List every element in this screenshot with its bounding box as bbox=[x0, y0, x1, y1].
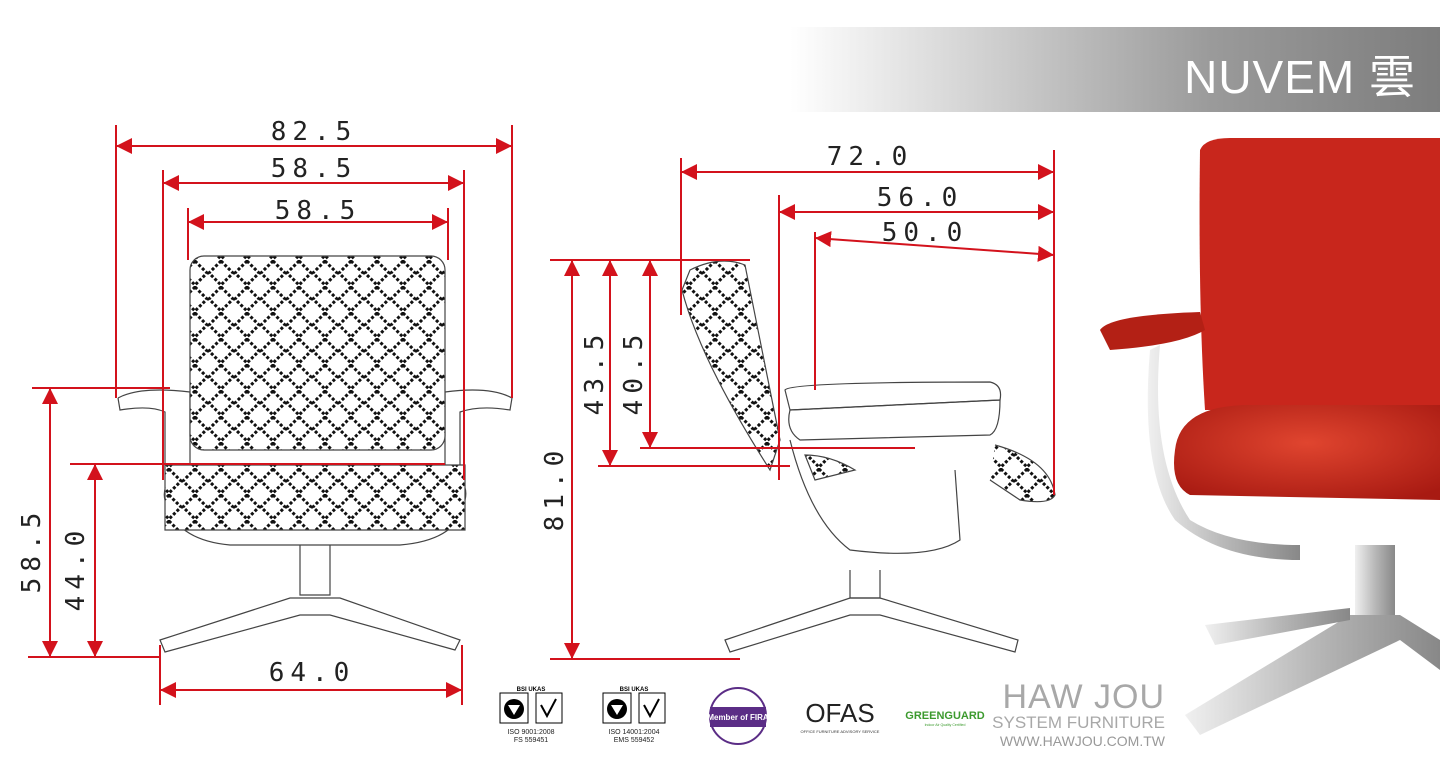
dim-back-inner-height: 40.5 bbox=[619, 329, 649, 416]
cert-iso9001-text: ISO 9001:2008 FS 559451 bbox=[495, 729, 567, 745]
front-view-chair bbox=[117, 255, 513, 653]
fira-logo: Member of FIRA bbox=[707, 687, 769, 745]
dim-overall-depth: 72.0 bbox=[827, 142, 914, 172]
cert-iso14001-text: ISO 14001:2004 EMS 559452 bbox=[598, 729, 670, 745]
dim-base-width: 64.0 bbox=[269, 658, 356, 688]
dim-arm-width: 58.5 bbox=[271, 154, 358, 184]
side-dimensions bbox=[550, 150, 1055, 660]
greenguard-subtitle: Indoor Air Quality Certified bbox=[925, 723, 966, 727]
brand-url[interactable]: WWW.HAWJOU.COM.TW bbox=[999, 733, 1165, 749]
fira-badge-text: Member of FIRA bbox=[707, 713, 769, 722]
chair-photo bbox=[1100, 138, 1440, 735]
front-dimensions bbox=[28, 125, 513, 705]
cert-line: EMS 559452 bbox=[613, 737, 655, 744]
ofas-subtitle: OFFICE FURNITURE ADVISORY SERVICE bbox=[801, 729, 880, 734]
ofas-logo: OFAS bbox=[805, 698, 874, 728]
greenguard-logo: GREENGUARD bbox=[905, 710, 985, 722]
product-title: NUVEM 雲 bbox=[1184, 51, 1416, 103]
dim-back-width: 58.5 bbox=[275, 196, 362, 226]
cert-badge-bsi-ukas: BSI UKAS bbox=[517, 687, 546, 693]
dim-overall-height: 81.0 bbox=[540, 445, 570, 532]
brand-name: HAW JOU bbox=[1002, 678, 1165, 716]
dim-seat-height: 44.0 bbox=[61, 525, 91, 612]
cert-line: ISO 14001:2004 bbox=[608, 729, 660, 736]
dim-back-height: 43.5 bbox=[580, 329, 610, 416]
cert-line: FS 559451 bbox=[513, 737, 549, 744]
title-banner: NUVEM 雲 bbox=[790, 27, 1440, 112]
side-view-chair bbox=[681, 260, 1056, 653]
cert-badge-bsi-ukas: BSI UKAS bbox=[620, 687, 649, 693]
cert-line: ISO 9001:2008 bbox=[507, 729, 555, 736]
brand-block: HAW JOU SYSTEM FURNITURE WWW.HAWJOU.COM.… bbox=[985, 680, 1165, 750]
cert-logo-iso9001: BSI UKAS bbox=[499, 687, 563, 724]
cert-logo-iso14001: BSI UKAS bbox=[602, 687, 666, 724]
brand-tagline: SYSTEM FURNITURE bbox=[992, 713, 1165, 732]
dim-overall-width: 82.5 bbox=[271, 117, 358, 147]
dim-arm-height: 58.5 bbox=[17, 507, 47, 594]
dim-arm-depth: 56.0 bbox=[877, 183, 964, 213]
dim-seat-depth: 50.0 bbox=[882, 218, 969, 248]
